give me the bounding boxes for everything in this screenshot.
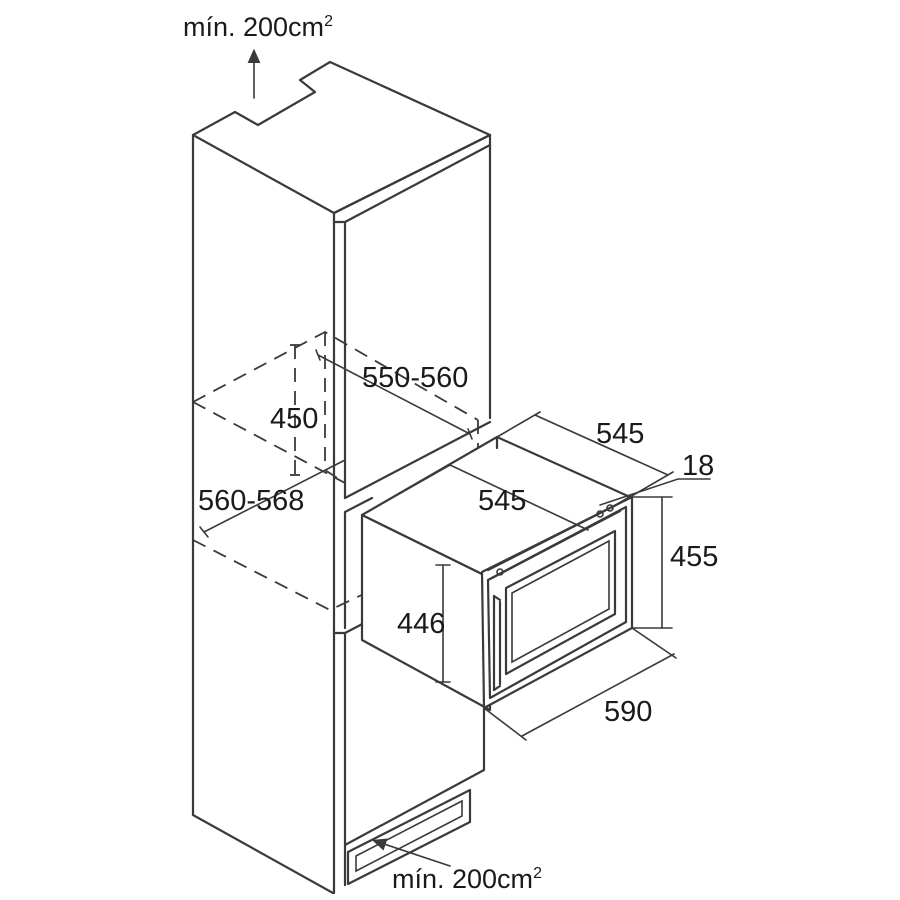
dim-door-thickness	[599, 478, 711, 506]
vent-arrow-bottom-icon	[371, 838, 451, 867]
front-height-label: 455	[670, 541, 718, 573]
body-height-label: 446	[397, 608, 445, 640]
vent-bottom-label: mín. 200cm2	[392, 864, 542, 894]
upper-door	[332, 143, 492, 500]
middle-door	[343, 496, 374, 630]
door-thickness-label: 18	[682, 450, 714, 482]
front-width-label: 590	[604, 696, 652, 728]
tall-cabinet	[191, 60, 492, 895]
dim-body-height	[435, 564, 451, 683]
niche-depth-label: 550-560	[362, 362, 468, 394]
appliance	[360, 435, 634, 712]
dim-appliance-depth-side	[361, 464, 589, 531]
appliance-depth-top-label: 545	[596, 418, 644, 450]
dim-niche-depth	[315, 349, 473, 440]
vent-top-label: mín. 200cm2	[183, 12, 333, 42]
dim-niche-width	[199, 459, 346, 538]
appliance-depth-side-label: 545	[478, 485, 526, 517]
lower-door	[332, 618, 486, 887]
niche-width-label: 560-568	[198, 485, 304, 517]
dim-front-height	[631, 496, 673, 629]
niche-height-label: 450	[270, 403, 318, 435]
dim-front-width	[483, 627, 677, 741]
